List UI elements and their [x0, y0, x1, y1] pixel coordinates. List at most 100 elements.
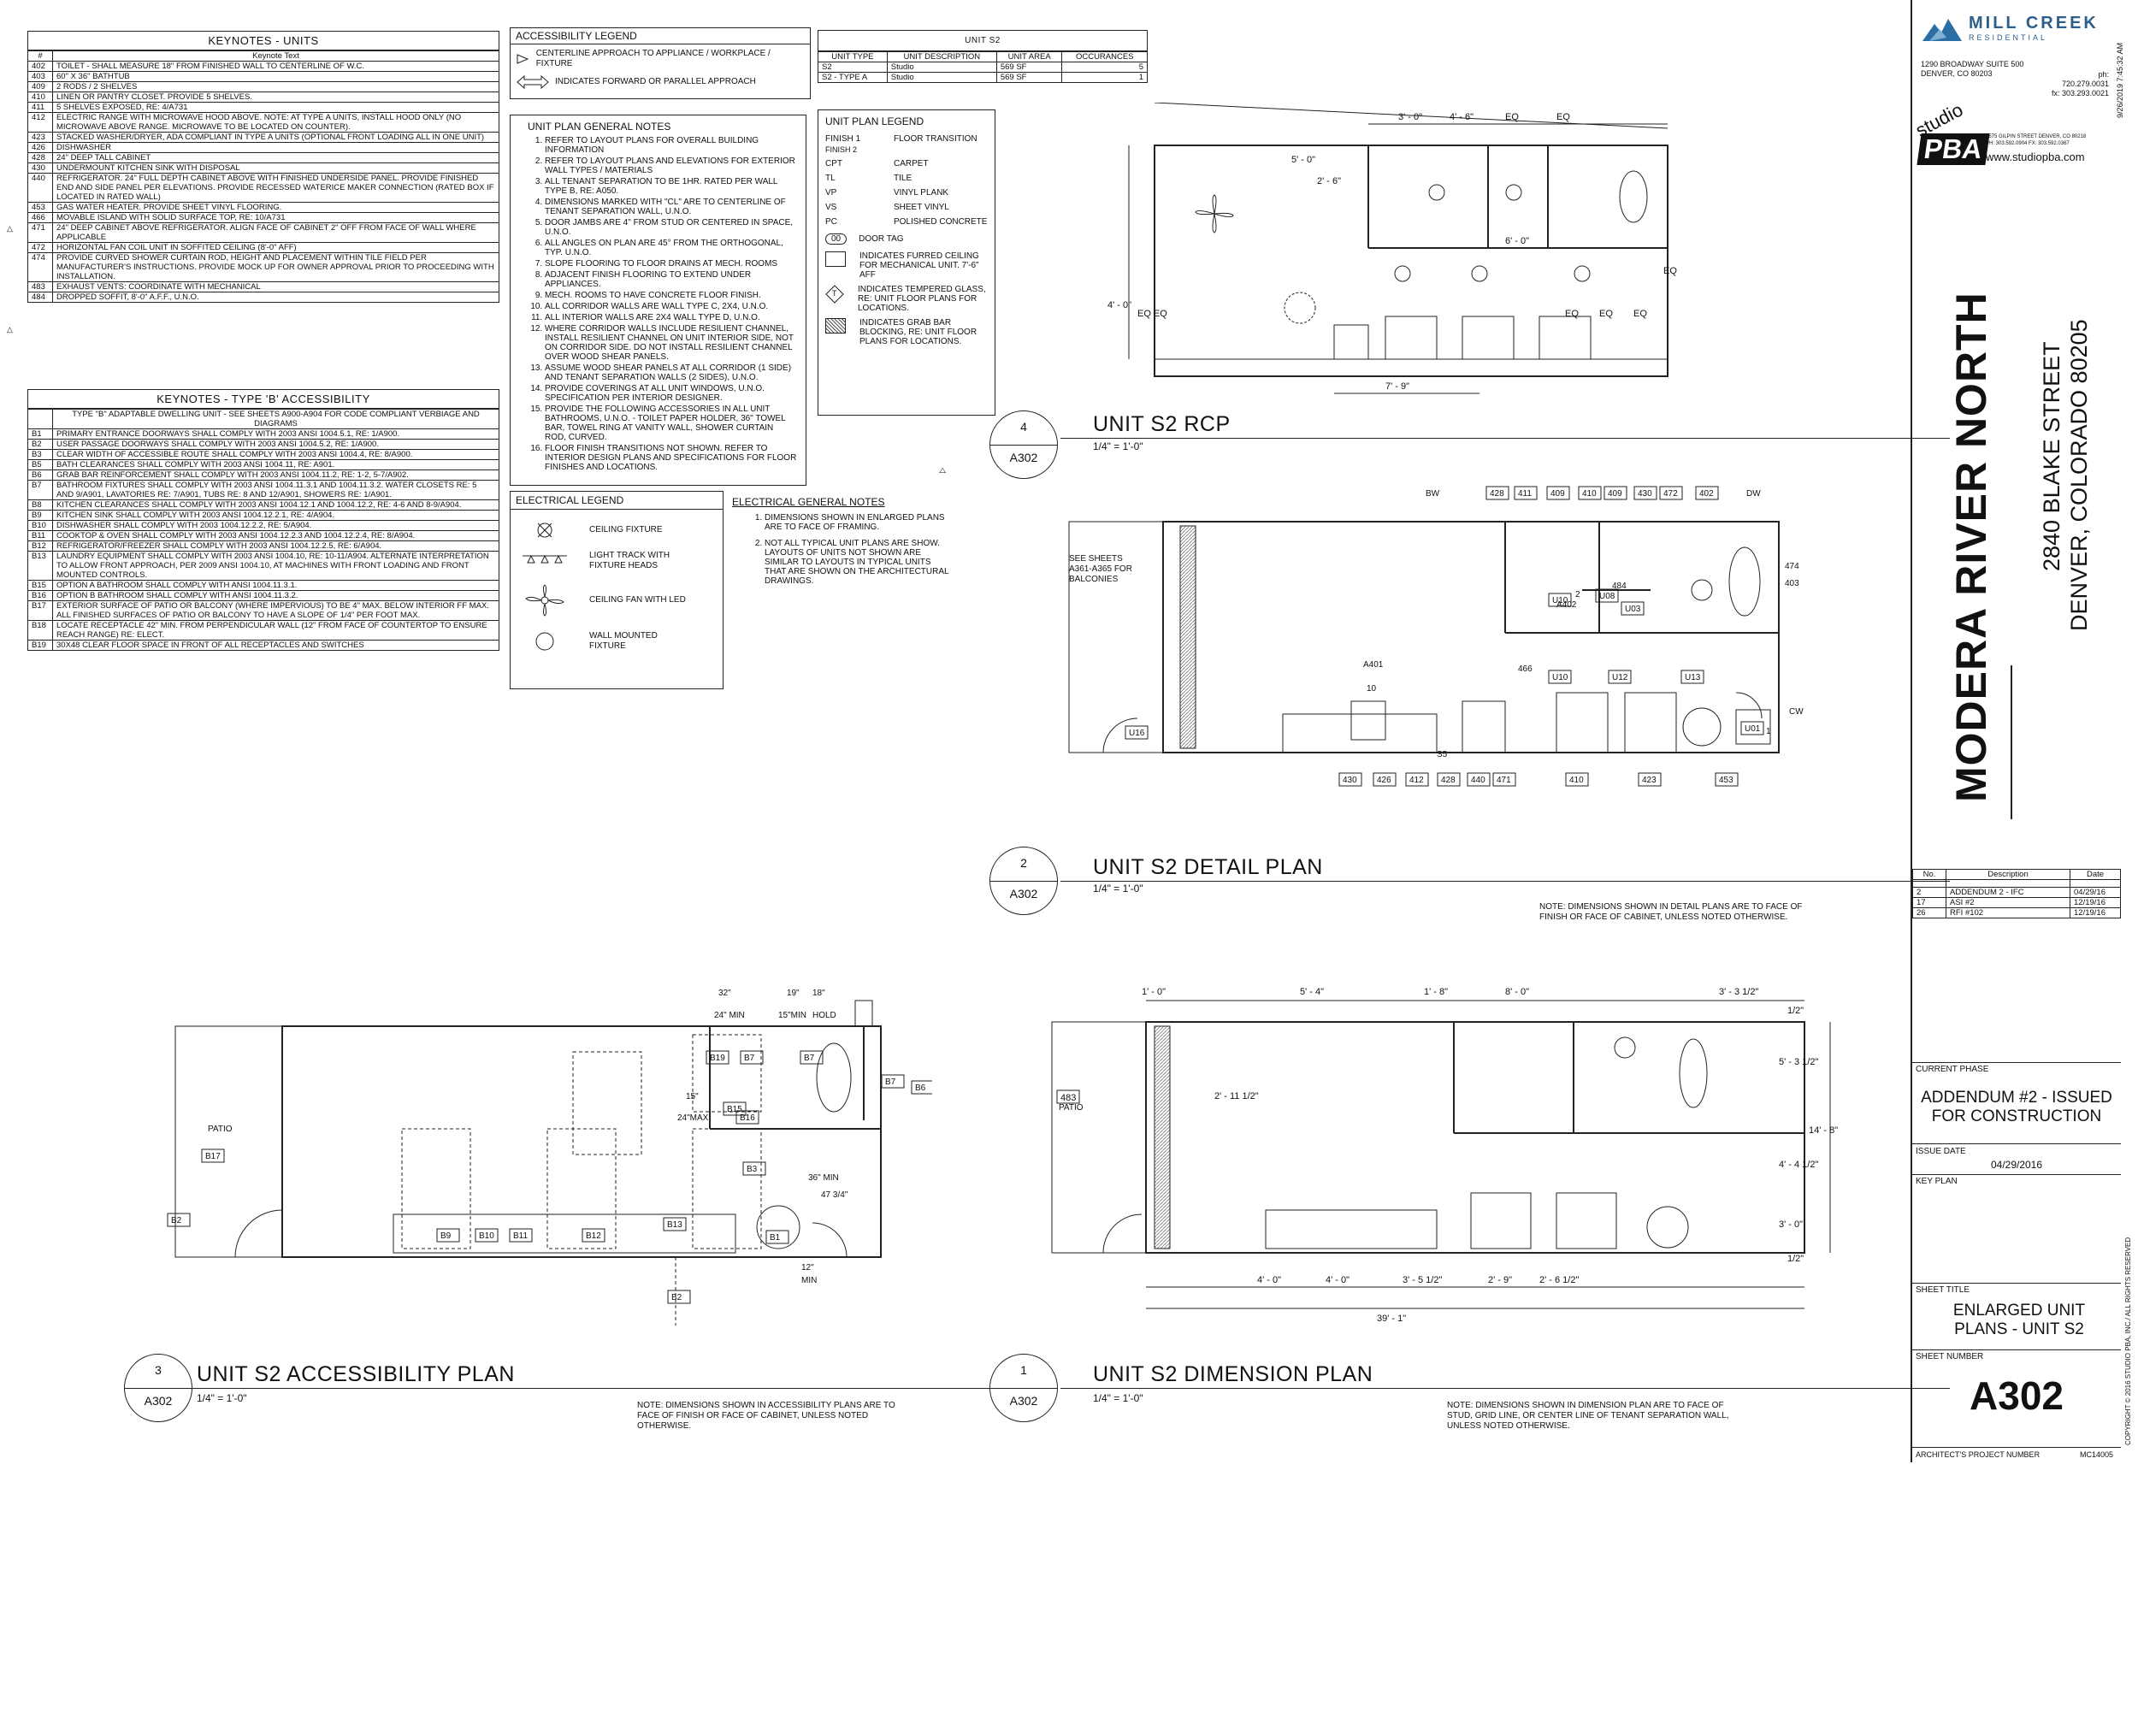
tempered-tag-text: T — [832, 289, 837, 298]
finish-desc: TILE — [894, 174, 912, 183]
rcp-dimension: EQ — [1599, 309, 1613, 319]
door-tag: U01 — [1745, 724, 1761, 734]
dimension-label: 2' - 6 1/2" — [1539, 1275, 1579, 1285]
accessibility-legend-title: ACCESSIBILITY LEGEND — [511, 28, 810, 44]
rev-no: 26 — [1912, 907, 1946, 918]
keynote-text: KITCHEN SINK SHALL COMPLY WITH 2003 ANSI… — [52, 510, 499, 521]
dimension-label: 3' - 5 1/2" — [1403, 1275, 1442, 1285]
key-plan-label: KEY PLAN — [1916, 1177, 1958, 1186]
dimension-plan-bubble: 1 A302 — [989, 1354, 1058, 1422]
studio-website: www.studiopba.com — [1986, 151, 2085, 163]
keynote-text: DISHWASHER SHALL COMPLY WITH 2003 1004.1… — [52, 520, 499, 531]
keynote-number: 410 — [27, 92, 53, 103]
copyright: COPYRIGHT © 2016 STUDIO PBA, INC./ ALL R… — [2124, 1237, 2132, 1445]
cell: 1 — [1061, 72, 1148, 83]
light-track-label: LIGHT TRACK WITH FIXTURE HEADS — [589, 551, 670, 570]
rcp-dimension: 4' - 0" — [1107, 300, 1131, 310]
revision-triangle: ⧍ — [939, 466, 947, 475]
keynote-number: 474 — [27, 252, 53, 282]
detail-keynote-tag: 430 — [1638, 489, 1652, 499]
millcreek-logo-text: MILL CREEK — [1969, 13, 2099, 32]
keynote-text: LINEN OR PANTRY CLOSET. PROVIDE 5 SHELVE… — [52, 92, 499, 103]
keynote-text: DISHWASHER — [52, 142, 499, 153]
accessibility-tag-box — [911, 1080, 932, 1095]
accessibility-dim: 47 3/4" — [821, 1190, 848, 1200]
detail-keynote-tag: 428 — [1490, 489, 1504, 499]
rev-desc: RFI #102 — [1946, 907, 2070, 918]
detail-keynote-tag: 471 — [1497, 776, 1511, 785]
detail-plan-bubble: 2 A302 — [989, 847, 1058, 915]
phase-label: CURRENT PHASE — [1916, 1065, 1989, 1074]
rev-date: 04/29/16 — [2070, 887, 2121, 898]
keynote-text: COOKTOP & OVEN SHALL COMPLY WITH 2003 AN… — [52, 530, 499, 541]
ceiling-fixture-label: CEILING FIXTURE — [589, 525, 663, 534]
keynote-text: REFRIGERATOR. 24" FULL DEPTH CABINET ABO… — [52, 173, 499, 203]
dimension-plan-drawing: 1' - 0"5' - 4"1' - 8"8' - 0"3' - 3 1/2"4… — [1051, 987, 1838, 1324]
keynote-number: 484 — [27, 292, 53, 303]
general-notes: UNIT PLAN GENERAL NOTES REFER TO LAYOUT … — [510, 115, 806, 486]
keynote-number: 471 — [27, 222, 53, 243]
door-tag-box — [1548, 593, 1572, 607]
detail-label: 484 — [1612, 582, 1627, 591]
accessibility-tag: B7 — [885, 1078, 896, 1087]
accessibility-tag-box — [742, 1161, 766, 1176]
millcreek-logo-icon — [1922, 19, 1962, 41]
door-tag-box — [1621, 601, 1645, 616]
general-note: WHERE CORRIDOR WALLS INCLUDE RESILIENT C… — [545, 324, 797, 362]
keynote-text: STACKED WASHER/DRYER, ADA COMPLIANT IN T… — [52, 132, 499, 143]
cell: 5 — [1061, 62, 1148, 73]
col-num: # — [27, 50, 53, 62]
accessibility-tag: B15 — [727, 1105, 742, 1114]
issue-date-label: ISSUE DATE — [1916, 1147, 1966, 1156]
keynote-number: 428 — [27, 152, 53, 163]
detail-label: A402 — [1556, 600, 1577, 610]
keynote-text: LOCATE RECEPTACLE 42" MIN. FROM PERPENDI… — [52, 620, 499, 641]
accessibility-tag-box — [706, 1050, 729, 1065]
keynote-text: KITCHEN CLEARANCES SHALL COMPLY WITH 200… — [52, 499, 499, 511]
unit-table: UNIT S2 UNIT TYPE UNIT DESCRIPTION UNIT … — [818, 30, 1148, 83]
door-tag: U03 — [1625, 605, 1641, 614]
title-block: MILL CREEK RESIDENTIAL 1290 BROADWAY SUI… — [1911, 0, 2138, 1462]
detail-keynote-tag: 402 — [1699, 489, 1714, 499]
detail-keynote-tag: 410 — [1569, 776, 1584, 785]
finish-desc: POLISHED CONCRETE — [894, 217, 988, 227]
accessibility-tag: B19 — [710, 1054, 725, 1063]
studio-address: 1575 GILPIN STREET DENVER, CO 80218 — [1986, 134, 2087, 139]
accessibility-tag-box — [723, 1101, 747, 1116]
keynote-number: B11 — [27, 530, 53, 541]
keynote-text: BATHROOM FIXTURES SHALL COMPLY WITH 2003… — [52, 480, 499, 500]
ceiling-fan-label: CEILING FAN WITH LED — [589, 595, 686, 605]
dimension-plan-title: UNIT S2 DIMENSION PLAN — [1093, 1362, 1373, 1386]
detail-plan-scale: 1/4" = 1'-0" — [1093, 883, 1143, 895]
accessibility-tag-box — [881, 1074, 905, 1089]
general-note: REFER TO LAYOUT PLANS AND ELEVATIONS FOR… — [545, 156, 797, 175]
keynote-text: EXTERIOR SURFACE OF PATIO OR BALCONY (WH… — [52, 600, 499, 621]
cell: S2 - TYPE A — [818, 72, 888, 83]
keynote-text: TOILET - SHALL MEASURE 18" FROM FINISHED… — [52, 61, 499, 72]
rev-no: 17 — [1912, 897, 1946, 908]
keynote-number: B3 — [27, 449, 53, 460]
keynote-text: LAUNDRY EQUIPMENT SHALL COMPLY WITH 2003… — [52, 551, 499, 581]
door-tag-box — [1740, 721, 1764, 735]
detail-keynote-tag-box — [1638, 772, 1662, 787]
date-stamp: 9/26/2019 7:45:32 AM — [2116, 42, 2124, 118]
general-note: SLOPE FLOORING TO FLOOR DRAINS AT MECH. … — [545, 259, 797, 269]
detail-label: 1 — [1766, 727, 1771, 736]
door-tag: U16 — [1129, 729, 1145, 738]
detail-keynote-tag-box — [1492, 772, 1516, 787]
accessibility-tag: B3 — [747, 1165, 758, 1174]
finish-code: TL — [825, 174, 836, 183]
rcp-sheet-ref: A302 — [1009, 451, 1038, 464]
general-note: ALL ANGLES ON PLAN ARE 45° FROM THE ORTH… — [545, 239, 797, 257]
